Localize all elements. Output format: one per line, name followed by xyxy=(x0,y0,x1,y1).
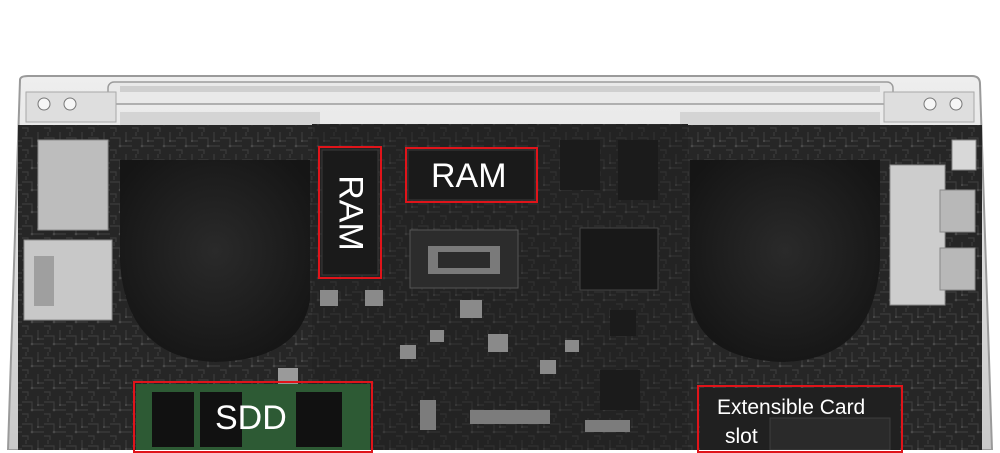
ram-highlight-top: RAM xyxy=(405,147,538,203)
right-ports xyxy=(889,139,977,306)
chipset xyxy=(579,227,659,291)
left-ports xyxy=(23,139,113,321)
ram-label-side: RAM xyxy=(331,174,370,251)
ram-label-top: RAM xyxy=(431,157,507,195)
cpu-chip xyxy=(409,229,519,289)
storage-highlight: SDD xyxy=(133,381,373,453)
fan-right xyxy=(690,160,880,362)
ssd-module xyxy=(136,384,370,450)
ram-highlight-side: RAM xyxy=(318,146,382,279)
fan-left xyxy=(120,160,310,362)
bottom-connectors xyxy=(420,400,630,432)
ram-module-top xyxy=(407,149,536,201)
card-slot-label-line2: slot xyxy=(725,425,758,448)
card-slot-label-line1: Extensible Card xyxy=(717,396,866,419)
card-slot-highlight: Extensible Card slot xyxy=(697,385,903,453)
card-slot xyxy=(700,388,900,450)
components xyxy=(278,140,658,450)
storage-label: SDD xyxy=(215,399,287,437)
ram-module-side xyxy=(321,149,379,276)
